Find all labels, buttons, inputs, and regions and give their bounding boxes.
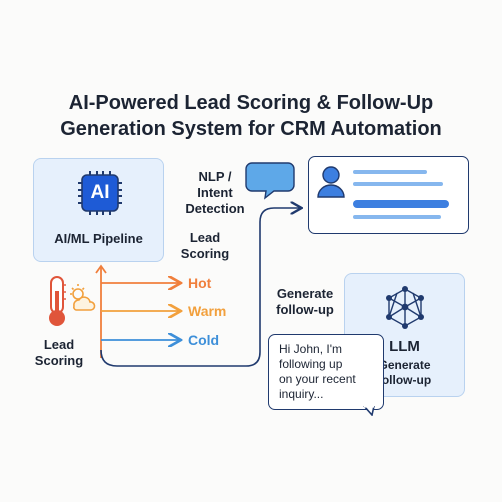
scoring-branch-arrows (95, 264, 179, 358)
scoring-stem-arrowhead (95, 264, 107, 274)
llm-sub-line-1: Generate (378, 358, 431, 372)
generate-followup-label: Generate follow-up (270, 286, 340, 318)
diagram-title: AI-Powered Lead Scoring & Follow-Up Gene… (0, 90, 502, 142)
crm-highlight-bar (353, 200, 450, 209)
nlp-line-3: Detection (185, 201, 245, 216)
ai-ml-pipeline-box: AI AI/ML Pipeline (33, 158, 164, 262)
crm-connector-arrow (100, 208, 300, 367)
title-line-1: AI-Powered Lead Scoring & Follow-Up (68, 92, 434, 114)
message-line-4: inquiry... (279, 387, 324, 401)
nlp-line-1: NLP / (198, 169, 232, 184)
nlp-intent-label: NLP / Intent Detection (180, 169, 250, 217)
crm-line-1 (353, 170, 428, 175)
followup-message-bubble: Hi John, I'm following up on your recent… (268, 334, 384, 410)
lead-scoring-mid-line-1: Lead (189, 230, 221, 245)
llm-title: LLM (389, 338, 420, 355)
llm-subtitle: Generate follow-up (345, 358, 464, 388)
tier-hot: Hot (188, 275, 212, 291)
ai-ml-pipeline-label: AI/ML Pipeline (54, 231, 143, 246)
crm-line-2 (353, 182, 444, 187)
message-bubble-tail (363, 406, 375, 416)
chip-label: AI (90, 182, 110, 203)
thermometer-icon (49, 276, 66, 326)
tier-warm: Warm (188, 303, 227, 319)
crm-line-3 (353, 215, 442, 220)
sun-cloud-icon (70, 284, 96, 311)
network-icon (386, 286, 424, 329)
lead-scoring-left-line-2: Scoring (34, 353, 84, 368)
tier-cold: Cold (188, 332, 220, 348)
message-line-1: Hi John, I'm (279, 342, 342, 356)
speech-bubble-icon (245, 162, 295, 200)
lead-scoring-mid-label: Lead Scoring (174, 230, 236, 262)
user-profile-icon (317, 166, 346, 199)
lead-scoring-left-label: Lead Scoring (30, 337, 88, 369)
lead-scoring-mid-line-2: Scoring (180, 246, 230, 261)
crm-profile-card (308, 156, 469, 234)
lead-scoring-left-line-1: Lead (43, 337, 75, 352)
llm-sub-line-2: follow-up (377, 373, 432, 387)
generate-left-line-2: follow-up (276, 302, 334, 317)
generate-left-line-1: Generate (276, 286, 334, 301)
title-line-2: Generation System for CRM Automation (60, 118, 442, 140)
nlp-line-2: Intent (197, 185, 233, 200)
message-line-2: following up (279, 357, 343, 371)
crm-card-graphics (317, 166, 450, 220)
chip-icon (78, 171, 122, 215)
message-line-3: on your recent (279, 372, 356, 386)
